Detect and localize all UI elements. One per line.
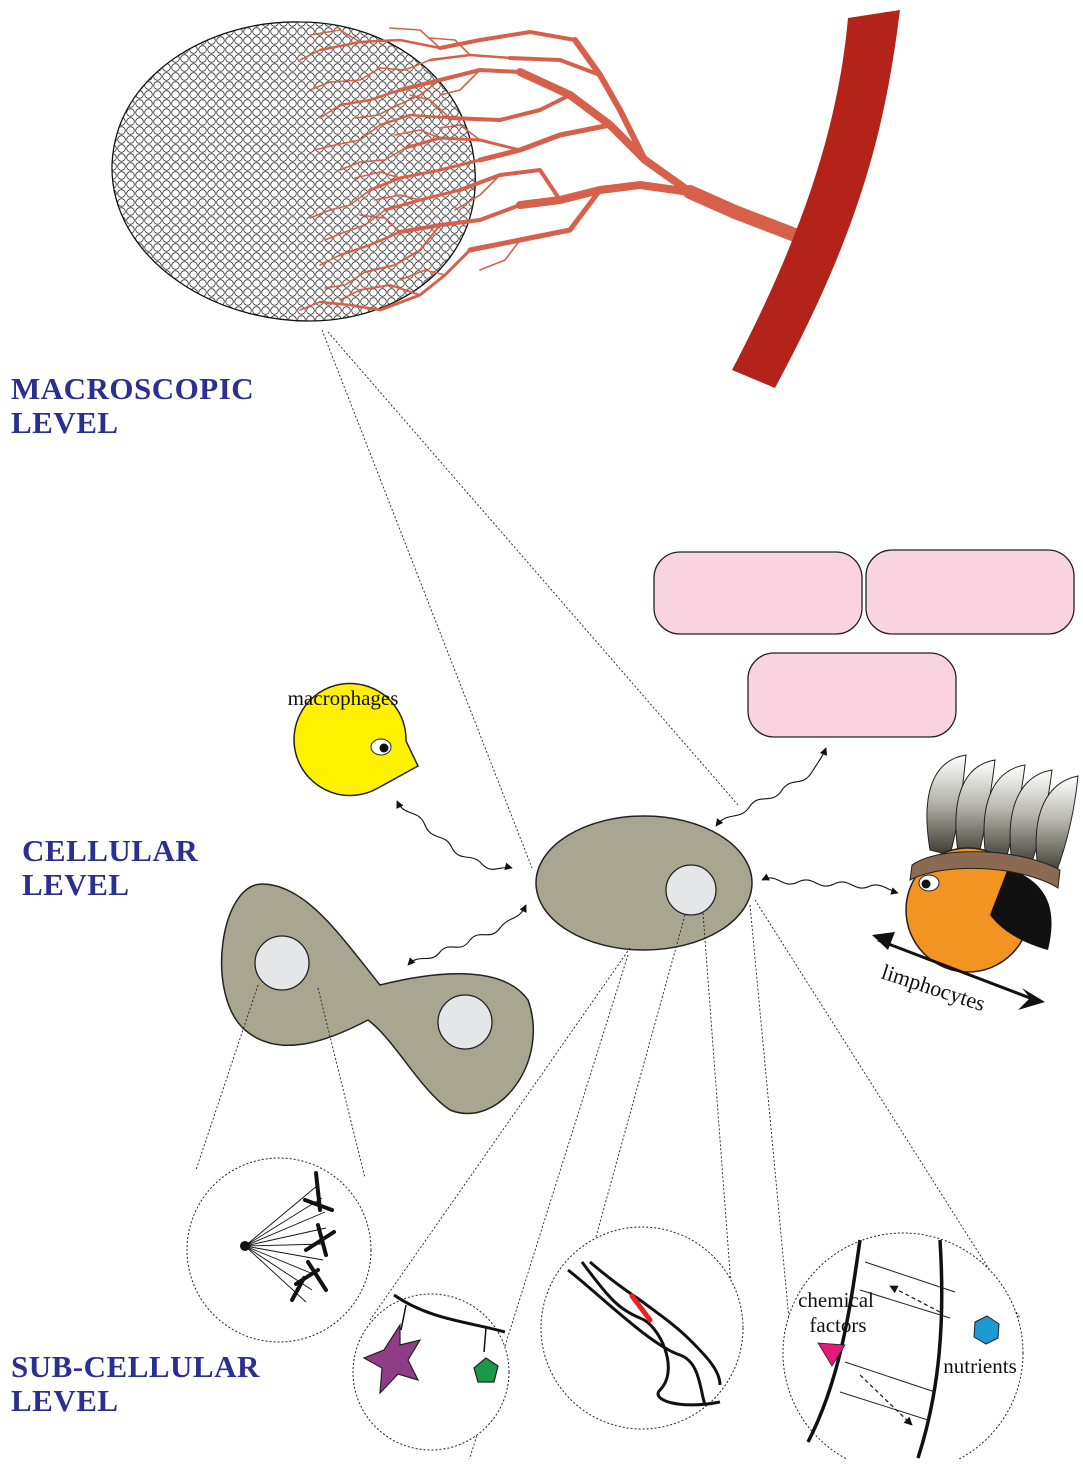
cellular-level-label: CELLULAR LEVEL (22, 834, 198, 902)
pink-cell-3 (748, 653, 956, 737)
subcellular-dna (541, 1227, 743, 1429)
nucleus-right (438, 995, 492, 1049)
macroscopic-line1: MACROSCOPIC (11, 372, 254, 406)
nucleus-left (255, 936, 309, 990)
subcellular-line1: SUB-CELLULAR (11, 1350, 260, 1384)
subcellular-line2: LEVEL (11, 1384, 260, 1418)
dividing-cell (222, 884, 534, 1113)
artery (732, 10, 900, 388)
subcellular-mitosis (187, 1158, 371, 1342)
macrophages-label: macrophages (288, 686, 399, 710)
nutrients-label: nutrients (943, 1354, 1017, 1378)
macroscopic-line2: LEVEL (11, 406, 254, 440)
subcellular-membrane-receptors (353, 1294, 509, 1450)
cellular-line2: LEVEL (22, 868, 198, 902)
pink-cell-2 (866, 550, 1074, 634)
central-cell (536, 816, 752, 950)
subcellular-transport (783, 1233, 1023, 1459)
macroscopic-level-label: MACROSCOPIC LEVEL (11, 372, 254, 440)
chemical-factors-label-line2: factors (809, 1313, 866, 1337)
tumor-mass (112, 22, 475, 321)
pink-cell-1 (654, 552, 862, 634)
chemical-factors-label-line1: chemical (798, 1288, 874, 1312)
pink-cells (654, 550, 1074, 737)
cellular-line1: CELLULAR (22, 834, 198, 868)
subcellular-level-label: SUB-CELLULAR LEVEL (11, 1350, 260, 1418)
central-nucleus (666, 865, 716, 915)
